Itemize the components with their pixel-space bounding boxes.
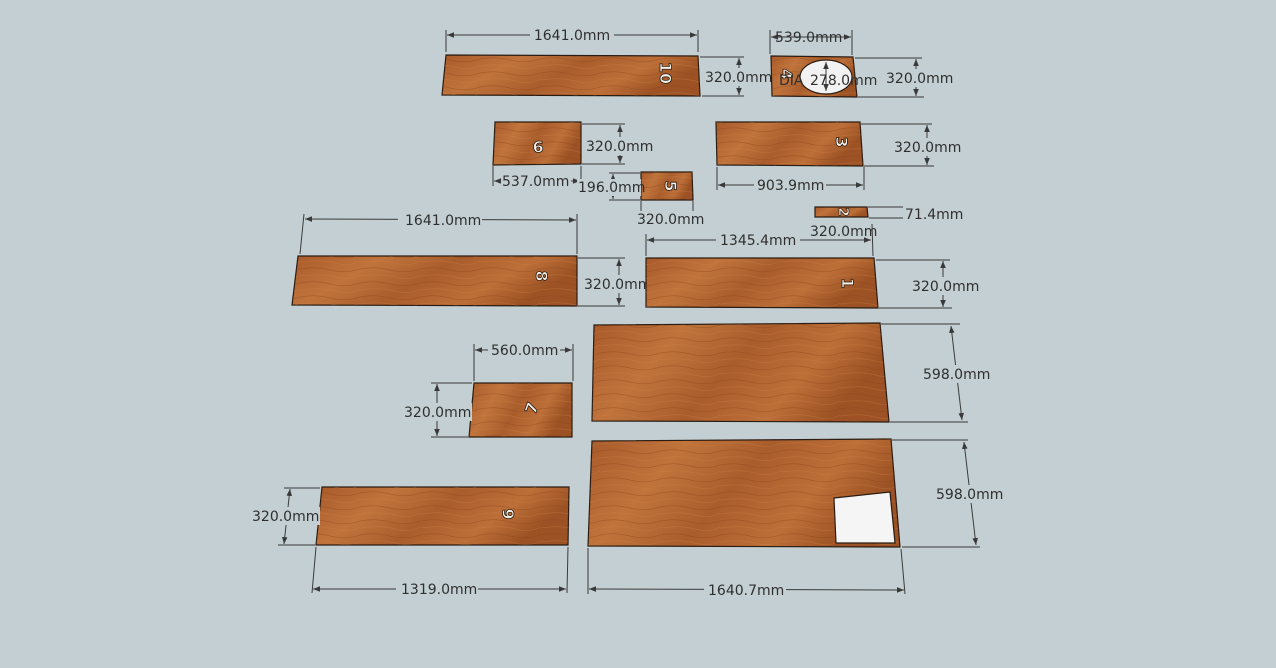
dimension-width-10: 1641.0mm xyxy=(445,26,699,52)
dimension-width-5: 320.0mm xyxy=(636,201,704,228)
dim-label-4-prefix: DIA xyxy=(779,73,804,89)
dim-label-top-height: 598.0mm xyxy=(923,367,990,383)
dimension-width-8: 1641.0mm xyxy=(299,211,578,255)
dimension-width-2: 320.0mm xyxy=(808,223,878,240)
panel-number-8: 8 xyxy=(532,270,551,281)
dim-label-9-width: 537.0mm xyxy=(502,174,569,190)
dimension-width-7: 560.0mm xyxy=(473,342,574,381)
dim-label-10-height: 320.0mm xyxy=(705,70,772,86)
dim-label-4-height: 320.0mm xyxy=(886,71,953,87)
dim-label-3-height: 320.0mm xyxy=(894,140,961,156)
dimension-width-3: 903.9mm xyxy=(716,167,865,194)
panel-number-5: 5 xyxy=(661,180,680,191)
dimension-height-9: 320.0mm xyxy=(582,123,654,165)
panel-bottom xyxy=(587,438,901,548)
dim-label-bottom-height: 598.0mm xyxy=(936,487,1003,503)
panel-6: 6 xyxy=(315,486,570,546)
dim-label-7-width: 560.0mm xyxy=(491,343,558,359)
dimension-height-2: 71.4mm xyxy=(868,206,965,223)
panel-number-2: 2 xyxy=(835,207,851,216)
dim-label-5-width: 320.0mm xyxy=(637,212,704,228)
panel-3: 3 xyxy=(715,121,864,167)
dim-label-5-height: 196.0mm xyxy=(578,180,645,196)
port-cutout xyxy=(833,491,896,544)
dim-label-bottom-width: 1640.7mm xyxy=(708,583,784,599)
dim-label-2-width: 320.0mm xyxy=(810,224,877,240)
panel-10: 10 xyxy=(441,54,701,97)
panel-top xyxy=(591,322,890,423)
dim-label-4-width: 539.0mm xyxy=(775,30,842,46)
dimension-height-1: 320.0mm xyxy=(876,259,979,309)
dim-label-6-height: 320.0mm xyxy=(252,509,319,525)
dim-label-3-width: 903.9mm xyxy=(757,178,824,194)
panel-9: 9 xyxy=(492,121,582,166)
dimension-height-5: 196.0mm xyxy=(577,172,645,201)
dim-label-4-hole: 278.0mm xyxy=(810,73,877,89)
panel-number-4: 4 xyxy=(777,68,796,79)
dimension-hole-4: DIA 278.0mm xyxy=(779,62,877,91)
panel-number-10: 10 xyxy=(656,62,675,84)
dimension-width-4: 539.0mm xyxy=(769,30,853,55)
panel-number-9: 9 xyxy=(532,137,543,156)
dim-label-2-height: 71.4mm xyxy=(905,207,963,223)
dimension-height-bottom: 598.0mm xyxy=(892,439,1005,548)
panel-5: 5 xyxy=(640,171,694,201)
dim-label-8-width: 1641.0mm xyxy=(405,213,481,229)
dimension-height-10: 320.0mm xyxy=(700,56,774,97)
dim-label-1-width: 1345.4mm xyxy=(720,233,796,249)
dimension-height-4: 320.0mm xyxy=(855,57,953,98)
dim-label-9-height: 320.0mm xyxy=(586,139,653,155)
dimension-height-6: 320.0mm xyxy=(250,487,320,546)
panel-number-6: 6 xyxy=(499,508,518,519)
dimension-height-top: 598.0mm xyxy=(881,323,992,423)
panel-number-3: 3 xyxy=(832,136,851,147)
panel-2: 2 xyxy=(814,206,869,218)
dim-label-6-width: 1319.0mm xyxy=(401,582,477,598)
dimension-width-6: 1319.0mm xyxy=(311,546,569,598)
dimension-width-9: 537.0mm xyxy=(492,166,582,190)
panel-1: 1 xyxy=(645,257,879,309)
dimension-height-8: 320.0mm xyxy=(578,257,652,307)
dimension-height-3: 320.0mm xyxy=(861,123,961,167)
dim-label-8-height: 320.0mm xyxy=(584,277,651,293)
dim-label-1-height: 320.0mm xyxy=(912,279,979,295)
dimension-width-1: 1345.4mm xyxy=(645,223,874,257)
dim-label-7-height: 320.0mm xyxy=(404,405,471,421)
panel-7: 7 xyxy=(468,382,573,438)
dimension-width-bottom: 1640.7mm xyxy=(587,548,906,599)
panel-number-1: 1 xyxy=(838,277,857,288)
dimension-height-7: 320.0mm xyxy=(402,382,472,438)
panel-8: 8 xyxy=(291,255,578,307)
dim-label-10-width: 1641.0mm xyxy=(534,28,610,44)
